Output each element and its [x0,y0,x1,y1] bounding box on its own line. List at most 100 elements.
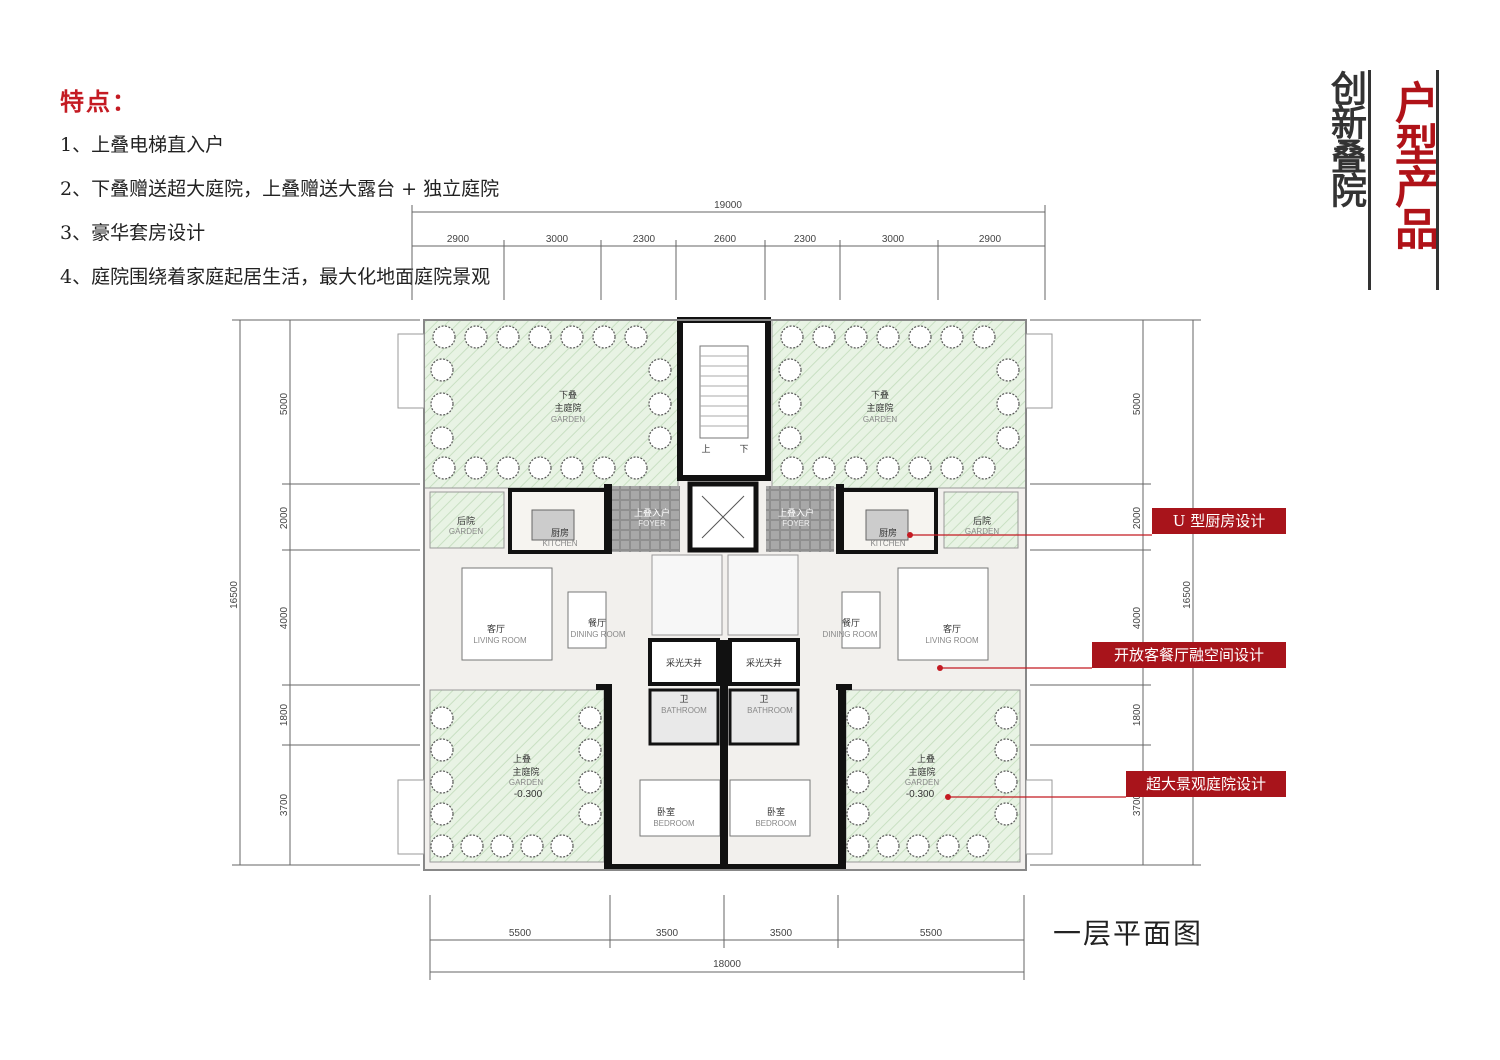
label-upper-garden-right-2: 主庭院 [908,766,935,777]
dim-right-2: 2000 [1132,506,1143,529]
tree-icon [846,770,870,794]
elevator [687,481,759,553]
dim-top-5: 2300 [794,234,817,245]
tree-icon [430,738,454,762]
tree-icon [578,706,602,730]
tree-icon [994,802,1018,826]
tree-icon [430,802,454,826]
dim-top-3: 2300 [633,234,656,245]
dim-top-labels: 2900 3000 2300 2600 2300 3000 2900 [447,234,1002,245]
backyard-right [943,491,1019,549]
dim-right-total: 16500 [1182,581,1193,609]
tree-icon [528,325,552,349]
dim-left-2: 2000 [279,506,290,529]
label-bathroom-right-en: BATHROOM [747,706,793,715]
label-bathroom-right: 卫 [759,694,768,704]
callout-kitchen: U 型厨房设计 [1152,508,1286,534]
dim-right-5: 3700 [1132,793,1143,816]
label-lightwell-left: 采光天井 [666,657,702,668]
stair-lower-right [727,554,799,636]
label-bedroom-right: 卧室 [767,806,785,817]
tree-icon [464,325,488,349]
dim-right-4: 1800 [1132,703,1143,726]
dimension-top [411,205,1046,300]
plan-outline [423,319,1027,871]
label-upper-garden-left-level: -0.300 [514,789,543,800]
dimension-left [232,319,420,866]
foyer-right [766,486,834,552]
tree-icon [490,834,514,858]
label-lower-garden-left-2: 主庭院 [554,402,581,413]
dim-top-1: 2900 [447,234,470,245]
label-stair-up: 上 [701,444,710,454]
bed-right [729,779,811,837]
sofa-set-right [897,567,989,661]
tree-icon [844,456,868,480]
label-bedroom-left: 卧室 [657,806,675,817]
label-lower-garden-right-en: GARDEN [863,415,897,424]
bathroom-right [728,688,800,746]
label-lower-garden-right-1: 下叠 [871,390,889,400]
stair-core [677,317,771,481]
tree-icon [464,456,488,480]
room-labels: 下叠 主庭院 GARDEN 下叠 主庭院 GARDEN 后院 GARDEN 后院… [449,390,999,828]
tree-icon [578,738,602,762]
tree-icon [812,325,836,349]
dim-bottom-3: 3500 [770,928,793,939]
dim-left-total: 16500 [229,581,240,609]
tree-icon [624,325,648,349]
label-foyer-right: 上叠入户 [778,507,814,518]
dim-bottom-1: 5500 [509,928,532,939]
dim-bottom-4: 5500 [920,928,943,939]
label-backyard-right-en: GARDEN [965,527,999,536]
label-lower-garden-right-2: 主庭院 [866,402,893,413]
label-lightwell-right: 采光天井 [746,657,782,668]
tree-icon [496,456,520,480]
tree-icon [994,706,1018,730]
tree-icon [876,456,900,480]
label-foyer-left-en: FOYER [638,519,666,528]
dim-left-3: 4000 [279,606,290,629]
tree-icon [578,770,602,794]
balcony-nw [397,333,425,409]
tree-icon [648,358,672,382]
tree-icon [430,426,454,450]
tree-icon [460,834,484,858]
label-foyer-left: 上叠入户 [634,507,670,518]
label-kitchen-right-en: KITCHEN [870,539,905,548]
label-living-right-en: LIVING ROOM [925,636,979,645]
lightwell-right [728,638,800,686]
tree-icon [876,325,900,349]
foyer-left [612,486,680,552]
tree-icon [908,325,932,349]
dim-bottom-labels: 5500 3500 3500 5500 18000 [509,928,943,970]
tree-icon [846,738,870,762]
tree-icon [846,834,870,858]
bed-left [639,779,721,837]
label-living-left-en: LIVING ROOM [473,636,527,645]
tree-icon [966,834,990,858]
label-kitchen-left: 厨房 [551,527,569,538]
label-dining-left-en: DINING ROOM [570,630,625,639]
feature-item-1: 1、上叠电梯直入户 [60,134,225,156]
tree-icon [778,392,802,416]
dim-right-1: 5000 [1132,392,1143,415]
tree-icon [430,706,454,730]
title-rule-left [1368,70,1371,290]
dim-top-2: 3000 [546,234,569,245]
dim-left-labels: 5000 2000 4000 1800 3700 16500 [229,392,290,816]
label-living-left: 客厅 [487,623,505,634]
label-bedroom-left-en: BEDROOM [653,819,695,828]
stair-flight [699,345,749,439]
dim-top-total: 19000 [714,200,742,211]
title-rule-right [1436,70,1439,290]
dim-top-4: 2600 [714,234,737,245]
dim-top-6: 3000 [882,234,905,245]
label-stair-down: 下 [739,444,748,454]
features-block: 特点： 1、上叠电梯直入户 2、下叠赠送超大庭院，上叠赠送大露台 + 独立庭院 … [60,82,499,299]
label-bathroom-left: 卫 [679,694,688,704]
lightwell-left [648,638,720,686]
tree-icon [778,426,802,450]
label-lower-garden-left-1: 下叠 [559,390,577,400]
trees [430,325,1020,858]
